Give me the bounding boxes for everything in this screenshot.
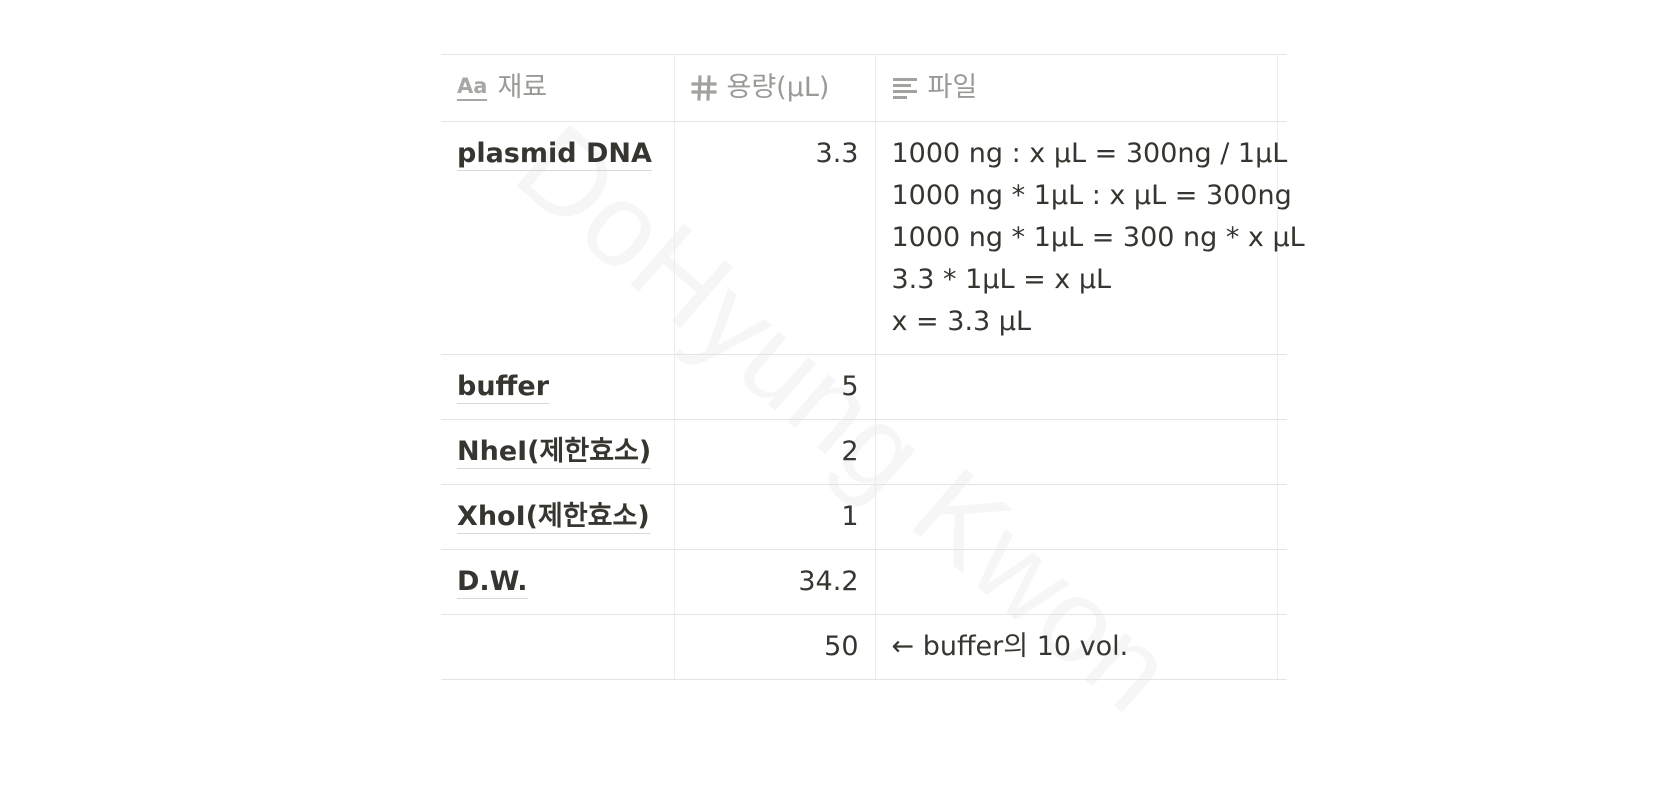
table-row[interactable]: XhoI(제한효소) 1	[441, 484, 1287, 550]
file-cell[interactable]: 1000 ng : x μL = 300ng / 1μL 1000 ng * 1…	[874, 121, 1305, 355]
table-row[interactable]: D.W. 34.2	[441, 549, 1287, 615]
note-line: 1000 ng : x μL = 300ng / 1μL	[891, 138, 1288, 169]
amount-cell[interactable]: 1	[673, 484, 876, 550]
file-cell[interactable]	[874, 419, 1278, 485]
column-header-label: 재료	[497, 72, 548, 103]
spacer-cell	[1276, 419, 1287, 485]
materials-table: Aa 재료	[441, 54, 1305, 680]
column-header-spacer	[1276, 54, 1287, 122]
column-header-material[interactable]: Aa 재료	[441, 54, 675, 122]
material-cell[interactable]	[441, 614, 675, 680]
database-table: Aa 재료	[441, 54, 1305, 680]
note-line: 1000 ng * 1μL = 300 ng * x μL	[891, 222, 1305, 253]
amount-cell[interactable]: 34.2	[673, 549, 876, 615]
lines-property-icon	[892, 76, 918, 100]
material-cell[interactable]: NheI(제한효소)	[441, 419, 675, 485]
amount-cell[interactable]: 5	[673, 354, 876, 420]
amount-cell[interactable]: 2	[673, 419, 876, 485]
table-row[interactable]: plasmid DNA 3.3 1000 ng : x μL = 300ng /…	[441, 121, 1305, 355]
column-header-file[interactable]: 파일	[874, 54, 1278, 122]
column-header-amount[interactable]: 용량(μL)	[673, 54, 876, 122]
material-cell[interactable]: D.W.	[441, 549, 675, 615]
text-property-icon: Aa	[457, 74, 488, 101]
file-cell[interactable]	[874, 549, 1278, 615]
material-cell[interactable]: buffer	[441, 354, 675, 420]
amount-cell[interactable]: 3.3	[673, 121, 876, 355]
number-property-icon	[690, 75, 717, 101]
column-header-label: 파일	[927, 72, 978, 103]
note-line: ← buffer의 10 vol.	[891, 631, 1129, 662]
table-header-row: Aa 재료	[441, 54, 1287, 122]
spacer-cell	[1276, 549, 1287, 615]
amount-cell[interactable]: 50	[673, 614, 876, 680]
column-header-label: 용량(μL)	[726, 72, 830, 103]
table-row[interactable]: NheI(제한효소) 2	[441, 419, 1287, 485]
spacer-cell	[1276, 354, 1287, 420]
table-row[interactable]: 50 ← buffer의 10 vol.	[441, 614, 1287, 680]
material-cell[interactable]: plasmid DNA	[441, 121, 675, 355]
file-cell[interactable]	[874, 484, 1278, 550]
file-cell[interactable]	[874, 354, 1278, 420]
material-cell[interactable]: XhoI(제한효소)	[441, 484, 675, 550]
note-line: 1000 ng * 1μL : x μL = 300ng	[891, 180, 1292, 211]
spacer-cell	[1276, 614, 1287, 680]
note-line: 3.3 * 1μL = x μL	[891, 264, 1112, 295]
file-cell[interactable]: ← buffer의 10 vol.	[874, 614, 1278, 680]
spacer-cell	[1276, 484, 1287, 550]
note-line: x = 3.3 μL	[891, 306, 1032, 337]
table-row[interactable]: buffer 5	[441, 354, 1287, 420]
